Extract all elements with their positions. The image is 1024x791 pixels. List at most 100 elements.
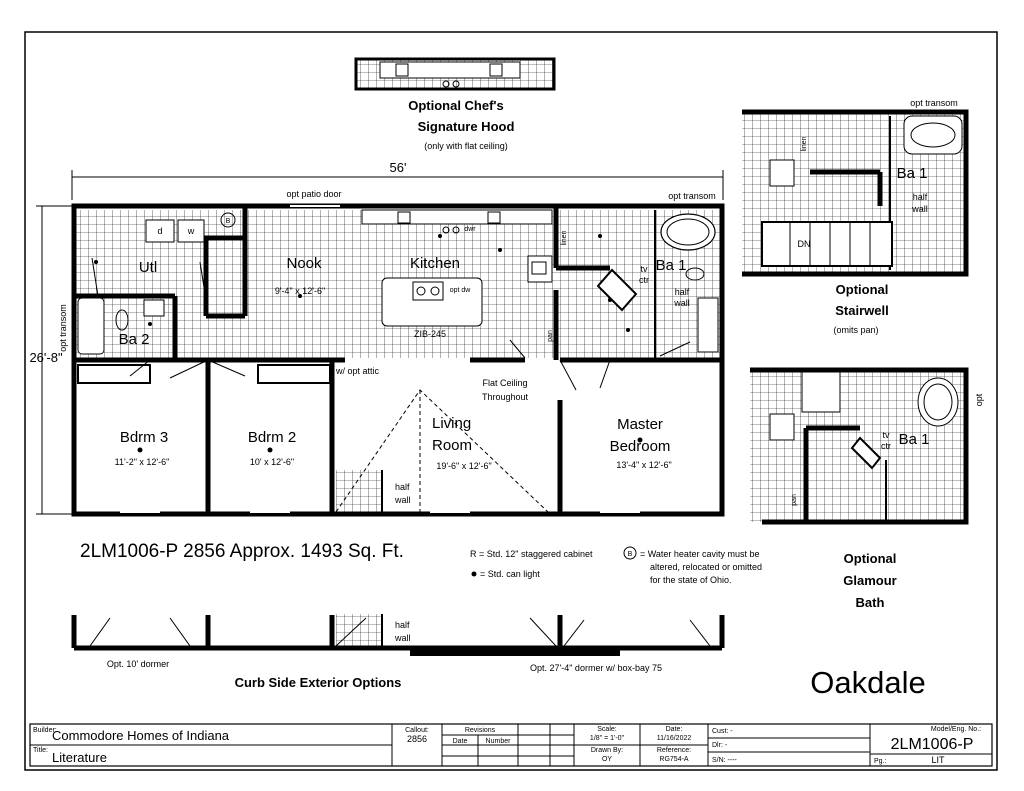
plan-half-wall-1: half xyxy=(395,482,410,492)
living-label-1: Living xyxy=(432,415,471,432)
ref-value: RG754-A xyxy=(659,756,689,763)
stairwell-note: (omits pan) xyxy=(833,325,878,335)
opt-transom-left: opt transom xyxy=(58,304,68,352)
glamour-ctr: ctr xyxy=(881,441,891,451)
nook-dim: 9'-4" x 12'-6" xyxy=(275,286,325,296)
callout-value: 2856 xyxy=(407,734,427,744)
sheet-border xyxy=(24,31,998,771)
legend-light: = Std. can light xyxy=(480,569,540,579)
title-value: Literature xyxy=(52,750,107,765)
dlr-value: Dlr: - xyxy=(712,742,728,749)
legend: R = Std. 12" staggered cabinet = Std. ca… xyxy=(470,546,762,585)
overall-width: 56' xyxy=(390,160,407,175)
glamour-pan: pan xyxy=(791,494,798,506)
scale-value: 1/8" = 1'-0" xyxy=(590,735,625,742)
stairwell-transom: opt transom xyxy=(910,98,958,108)
date-label: Date: xyxy=(666,726,683,733)
linen-label: linen xyxy=(561,231,568,246)
glamour-title-2: Glamour xyxy=(843,573,896,588)
glamour-opt: opt xyxy=(974,393,984,406)
model-no-label: Model/Eng. No.: xyxy=(931,726,981,733)
legend-wh-1: = Water heater cavity must be xyxy=(640,549,759,559)
flat-ceiling-2: Throughout xyxy=(482,392,529,402)
half-wall-1: half xyxy=(675,287,690,297)
glamour-title-1: Optional xyxy=(844,551,897,566)
dormer-right: Opt. 27'-4" dormer w/ box-bay 75 xyxy=(530,663,662,673)
svg-text:w: w xyxy=(187,226,195,236)
glamour-ba1: Ba 1 xyxy=(899,431,930,448)
drawn-label: Drawn By: xyxy=(591,747,623,754)
ext-half-wall-2: wall xyxy=(394,633,411,643)
main-floor-plan: d w B xyxy=(71,189,725,517)
stairwell-half-2: wall xyxy=(911,204,928,214)
utl-label: Utl xyxy=(139,259,157,276)
opt-dw-label: opt dw xyxy=(450,287,472,294)
sn-value: S/N: ---- xyxy=(712,757,738,764)
dormer-left: Opt. 10' dormer xyxy=(107,659,169,669)
bdrm2-dim: 10' x 12'-6" xyxy=(250,457,294,467)
glamour-tv: tv xyxy=(882,430,890,440)
pg-value: LIT xyxy=(931,755,945,765)
legend-wh-2: altered, relocated or omitted xyxy=(650,562,762,572)
stairwell-linen: linen xyxy=(801,137,808,152)
kitchen-label: Kitchen xyxy=(410,255,460,272)
stairwell-option: opt transom Ba 1 half wall linen DN Opti… xyxy=(742,98,969,335)
flat-ceiling-1: Flat Ceiling xyxy=(482,378,527,388)
master-label-2: Bedroom xyxy=(610,438,671,455)
chef-hood-title-2: Signature Hood xyxy=(418,119,515,134)
opt-transom-top-label: opt transom xyxy=(668,191,716,201)
title-label: Title: xyxy=(33,747,48,754)
glamour-bath-option: Ba 1 tv ctr opt pan Optional Glamour Bat… xyxy=(750,367,984,610)
ba1-label: Ba 1 xyxy=(656,257,687,274)
callout-label: Callout: xyxy=(405,727,429,734)
dwr-label: dwr xyxy=(464,226,476,233)
living-label-2: Room xyxy=(432,437,472,454)
stairwell-title-2: Stairwell xyxy=(835,303,888,318)
ext-half-wall-1: half xyxy=(395,620,410,630)
pg-label: Pg.: xyxy=(874,758,887,765)
model-no-value: 2LM1006-P xyxy=(891,736,974,753)
exterior-options: half wall Opt. 10' dormer Opt. 27'-4" do… xyxy=(71,614,725,690)
cust-value: Cust: - xyxy=(712,728,733,735)
tv-ctr-2: ctr xyxy=(639,275,649,285)
pan-label: pan xyxy=(547,330,554,342)
svg-text:B: B xyxy=(226,218,231,225)
model-name: Oakdale xyxy=(810,665,925,700)
stairwell-ba1: Ba 1 xyxy=(897,165,928,182)
ref-label: Reference: xyxy=(657,747,691,754)
chef-hood-title-1: Optional Chef's xyxy=(408,98,504,113)
drawn-value: OY xyxy=(602,756,612,763)
bdrm3-dim: 11'-2" x 12'-6" xyxy=(115,457,170,467)
legend-b-symbol: B xyxy=(628,551,633,558)
stairwell-dn: DN xyxy=(798,239,811,249)
bdrm2-label: Bdrm 2 xyxy=(248,429,296,446)
model-sqft-line: 2LM1006-P 2856 Approx. 1493 Sq. Ft. xyxy=(80,541,404,562)
svg-text:d: d xyxy=(157,226,162,236)
dimension-lines: 56' 26'-8" opt transom xyxy=(29,160,724,515)
builder-value: Commodore Homes of Indiana xyxy=(52,728,230,743)
revisions-label: Revisions xyxy=(465,727,496,734)
chef-hood-detail: Optional Chef's Signature Hood (only wit… xyxy=(354,57,556,151)
rev-date-col: Date xyxy=(453,738,468,745)
stairwell-half-1: half xyxy=(913,192,928,202)
living-dim: 19'-6" x 12'-6" xyxy=(436,461,491,471)
builder-label: Builder: xyxy=(33,727,57,734)
opt-patio-door-label: opt patio door xyxy=(286,189,341,199)
exterior-title: Curb Side Exterior Options xyxy=(235,675,402,690)
plan-half-wall-2: wall xyxy=(394,495,411,505)
master-dim: 13'-4" x 12'-6" xyxy=(616,460,671,470)
nook-label: Nook xyxy=(286,255,322,272)
scale-label: Scale: xyxy=(597,726,617,733)
bdrm3-label: Bdrm 3 xyxy=(120,429,168,446)
chef-hood-note: (only with flat ceiling) xyxy=(424,141,508,151)
island-label: ZIB-245 xyxy=(414,329,446,339)
ba2-label: Ba 2 xyxy=(119,331,150,348)
glamour-title-3: Bath xyxy=(856,595,885,610)
master-label-1: Master xyxy=(617,416,663,433)
title-block: Builder: Commodore Homes of Indiana Titl… xyxy=(29,723,993,767)
tv-ctr-1: tv xyxy=(640,264,648,274)
overall-depth: 26'-8" xyxy=(29,350,63,365)
stairwell-title-1: Optional xyxy=(836,282,889,297)
legend-r: R = Std. 12" staggered cabinet xyxy=(470,549,593,559)
